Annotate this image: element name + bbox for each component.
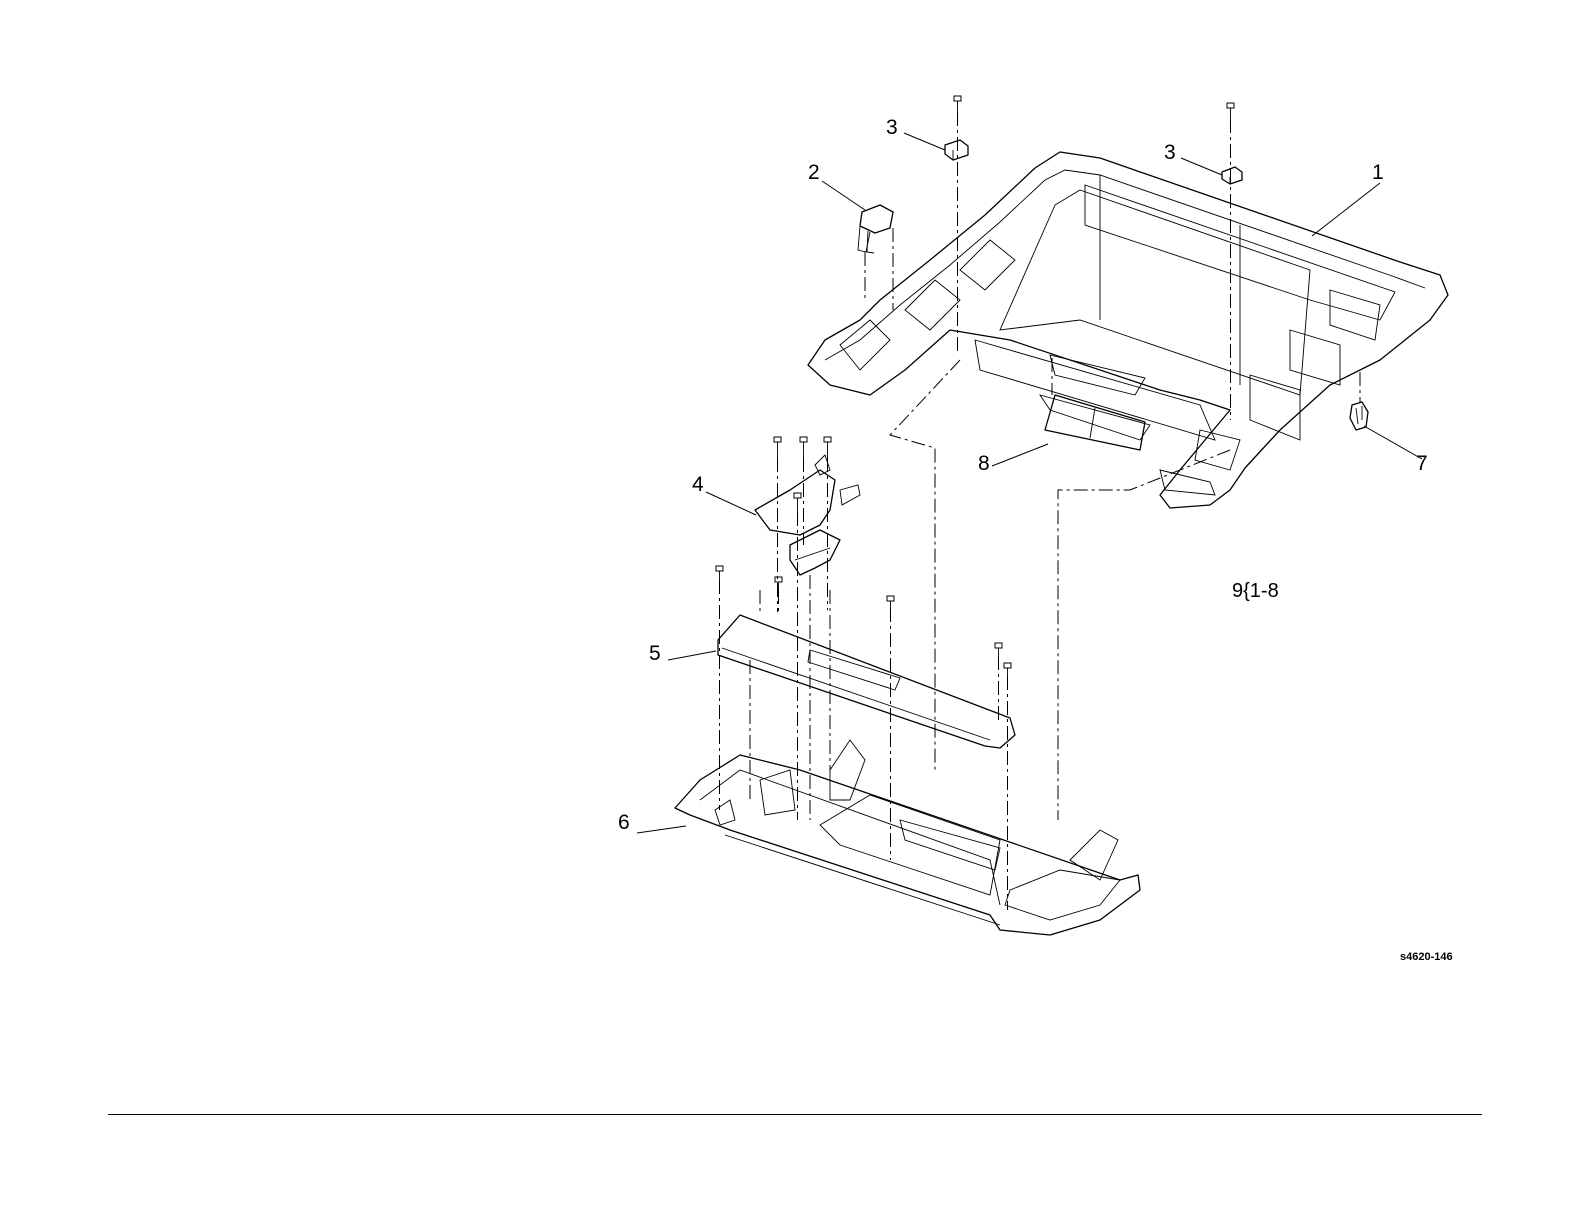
- small-bracket-part-3-left: [945, 140, 968, 160]
- callout-3-left: 3: [886, 117, 898, 138]
- hinge-bracket-part-4: [755, 455, 860, 575]
- screw-icon: [887, 596, 894, 608]
- front-cover-part-5: [718, 615, 1015, 748]
- callout-6: 6: [618, 812, 630, 833]
- flap-part-8: [1045, 395, 1145, 450]
- screw-icon: [775, 577, 782, 590]
- small-bracket-part-3-right: [1222, 167, 1242, 184]
- screw-icon: [774, 437, 781, 458]
- assembly-group-label: 9{1-8: [1232, 581, 1279, 601]
- callout-4: 4: [692, 474, 704, 495]
- screws: [716, 96, 1234, 676]
- screw-icon: [1004, 663, 1011, 676]
- callout-5: 5: [649, 643, 661, 664]
- callout-7: 7: [1416, 453, 1428, 474]
- leader-lines: [637, 133, 1422, 833]
- screw-icon: [794, 493, 801, 512]
- clip-part-7: [1350, 402, 1368, 430]
- callout-8: 8: [978, 453, 990, 474]
- screw-icon: [800, 437, 807, 458]
- callout-2: 2: [808, 162, 820, 183]
- screw-icon: [995, 643, 1002, 656]
- screw-icon: [716, 566, 723, 580]
- screw-icon: [1227, 103, 1234, 119]
- callout-3-right: 3: [1164, 142, 1176, 163]
- callout-1: 1: [1372, 162, 1384, 183]
- screw-icon: [954, 96, 961, 112]
- lower-tray-part-6: [675, 740, 1140, 935]
- sensor-bracket-part-2: [858, 205, 893, 253]
- figure-id: s4620-146: [1400, 952, 1453, 963]
- footer-divider: [108, 1114, 1482, 1115]
